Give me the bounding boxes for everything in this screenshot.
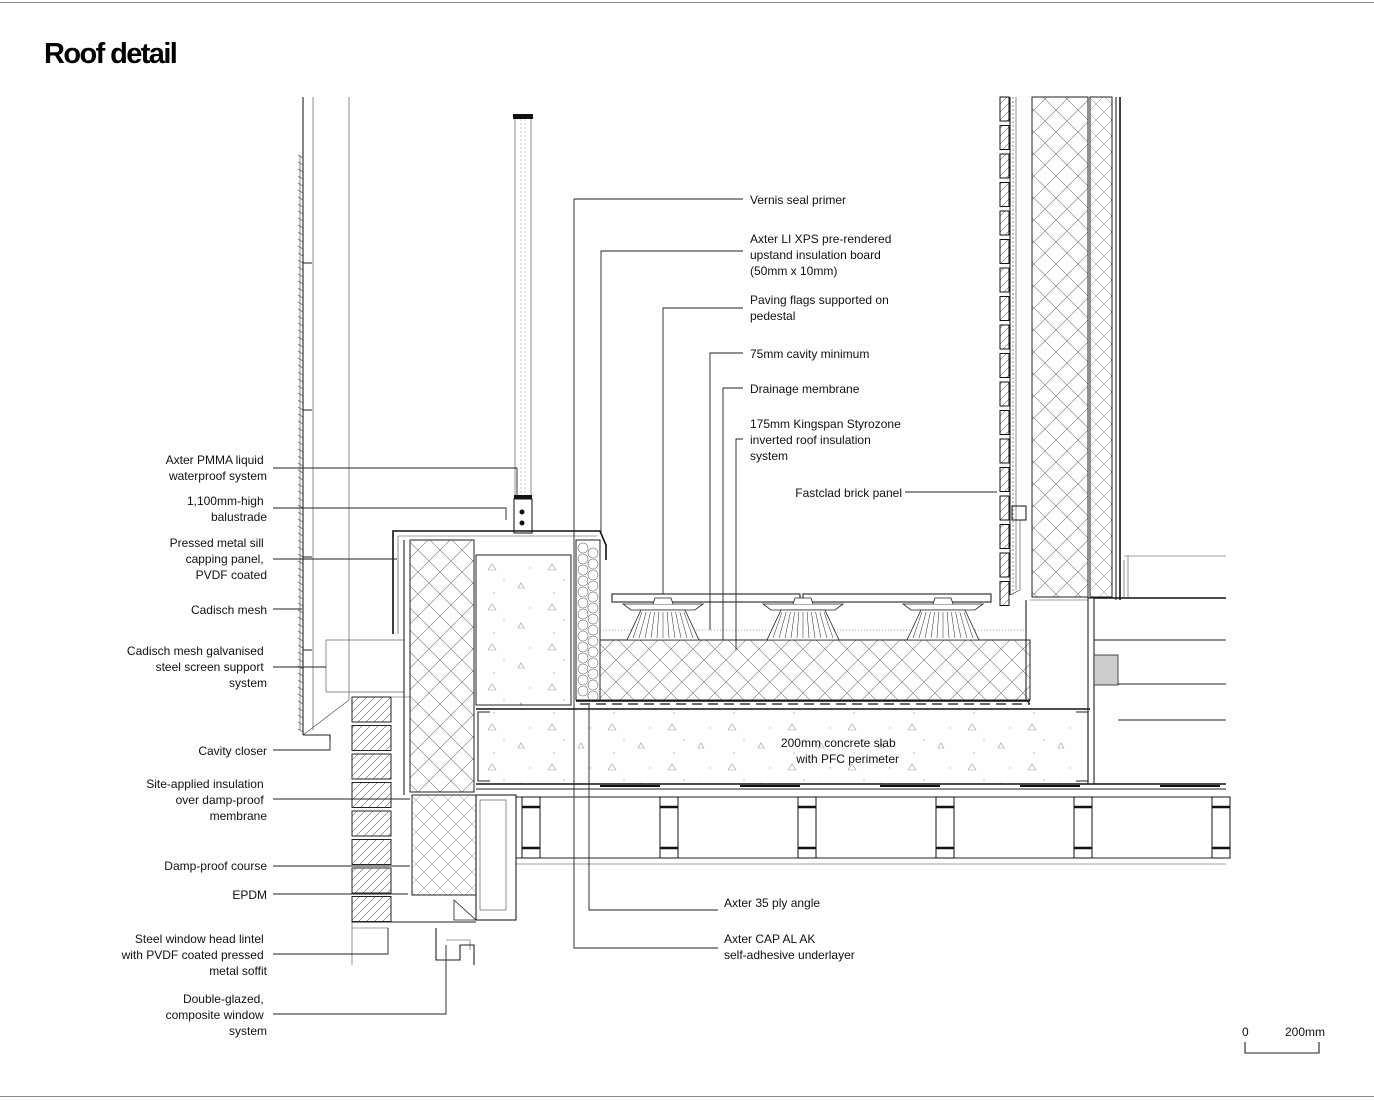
brick bbox=[351, 725, 392, 751]
label-epdm: EPDM bbox=[232, 888, 267, 902]
label-cavity-min: 75mm cavity minimum bbox=[750, 347, 869, 361]
bottom-rule bbox=[0, 1096, 1374, 1097]
label-screen-support: Cadisch mesh galvanised steel screen sup… bbox=[127, 644, 267, 690]
ceiling-joists bbox=[516, 785, 1231, 865]
label-balustrade: 1,100mm-high balustrade bbox=[187, 494, 267, 524]
brick bbox=[351, 867, 392, 894]
scale-start: 0 bbox=[1242, 1025, 1249, 1039]
joist bbox=[1211, 796, 1231, 859]
label-sill-capping: Pressed metal sill capping panel, PVDF c… bbox=[170, 536, 267, 582]
joist bbox=[935, 796, 955, 859]
label-cavity-closer: Cavity closer bbox=[198, 744, 267, 758]
label-dpc: Damp-proof course bbox=[164, 859, 267, 873]
brick bbox=[351, 782, 392, 808]
concrete-slab bbox=[476, 597, 1226, 790]
brick bbox=[351, 810, 392, 837]
brick-slip bbox=[999, 524, 1010, 549]
label-drainage: Drainage membrane bbox=[750, 382, 860, 396]
bracket bbox=[302, 642, 312, 658]
page-title: Roof detail bbox=[44, 38, 178, 70]
brick-slip bbox=[999, 381, 1010, 407]
label-cap-underlayer: Axter CAP AL AK self-adhesive underlayer bbox=[724, 932, 855, 962]
screen-support-system bbox=[297, 97, 405, 740]
balustrade bbox=[513, 114, 533, 534]
brick bbox=[351, 753, 392, 780]
right-wall bbox=[999, 96, 1226, 705]
joist bbox=[659, 796, 679, 859]
brick-slip bbox=[999, 410, 1010, 435]
left-annotations: Axter PMMA liquid waterproof system 1,10… bbox=[121, 453, 268, 1038]
label-site-insulation: Site-applied insulation over damp-proof … bbox=[146, 777, 267, 823]
label-lintel: Steel window head lintel with PVDF coate… bbox=[121, 932, 268, 978]
parapet bbox=[351, 530, 607, 922]
label-kingspan: 175mm Kingspan Styrozone inverted roof i… bbox=[750, 417, 904, 463]
joist bbox=[521, 796, 541, 859]
brick bbox=[351, 696, 392, 723]
brick-slip bbox=[999, 495, 1010, 521]
brick-slip bbox=[999, 182, 1010, 207]
joist bbox=[1073, 796, 1093, 859]
top-rule bbox=[0, 2, 1374, 3]
bracket bbox=[302, 402, 312, 418]
label-fastclad: Fastclad brick panel bbox=[795, 486, 902, 500]
brick-slip bbox=[999, 239, 1010, 264]
scale-end: 200mm bbox=[1285, 1025, 1325, 1039]
brick-slip bbox=[999, 125, 1010, 150]
label-vernis: Vernis seal primer bbox=[750, 193, 846, 207]
roof-buildup bbox=[576, 593, 1031, 705]
bracket bbox=[302, 255, 312, 271]
label-slab: 200mm concrete slab with PFC perimeter bbox=[781, 736, 899, 766]
window-head bbox=[351, 794, 517, 965]
pedestal-head bbox=[621, 603, 705, 611]
brick-slip bbox=[999, 438, 1010, 464]
label-window-system: Double-glazed, composite window system bbox=[166, 992, 267, 1038]
brick-slip bbox=[999, 467, 1010, 492]
brick-slip bbox=[999, 353, 1010, 378]
brick bbox=[351, 839, 392, 865]
brick-slip bbox=[999, 552, 1010, 578]
label-cadisch-mesh: Cadisch mesh bbox=[191, 603, 267, 617]
brick-slip bbox=[999, 581, 1010, 606]
label-ply-angle: Axter 35 ply angle bbox=[724, 896, 820, 910]
pedestal-head bbox=[901, 603, 985, 611]
label-axter-xps: Axter LI XPS pre-rendered upstand insula… bbox=[750, 232, 895, 278]
brick-slip bbox=[999, 267, 1010, 293]
label-paving: Paving flags supported on pedestal bbox=[750, 293, 892, 323]
pedestal-head bbox=[761, 603, 845, 611]
brick-slip bbox=[999, 153, 1010, 179]
bracket bbox=[302, 549, 312, 565]
brick-slip bbox=[999, 296, 1010, 321]
right-annotations: Vernis seal primer Axter LI XPS pre-rend… bbox=[724, 193, 904, 962]
label-axter-pmma: Axter PMMA liquid waterproof system bbox=[166, 453, 267, 483]
brick-slip bbox=[999, 324, 1010, 350]
scale-bar: 0 200mm bbox=[1242, 1025, 1325, 1054]
joist bbox=[797, 796, 817, 859]
brick bbox=[351, 896, 392, 922]
leader-lines bbox=[273, 198, 997, 1015]
brick-slip bbox=[999, 96, 1010, 122]
brick-slip bbox=[999, 210, 1010, 236]
